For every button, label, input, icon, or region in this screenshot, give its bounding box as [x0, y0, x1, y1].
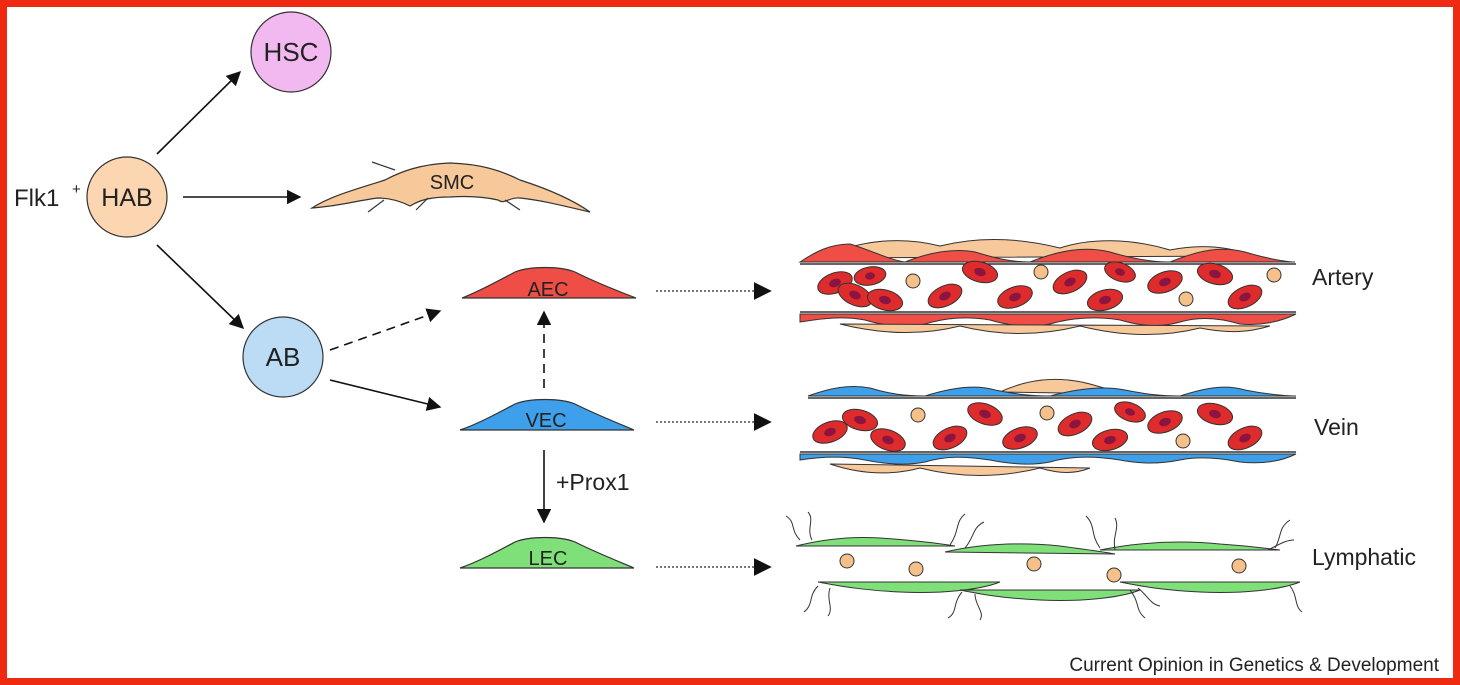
vein-label: Vein — [1314, 414, 1359, 440]
lec-label: LEC — [529, 548, 568, 570]
arrow-ab-to-aec — [330, 311, 440, 350]
lymphatic-cells — [840, 554, 1246, 582]
aec-label: AEC — [527, 279, 568, 301]
vein-blood-cells — [810, 398, 1266, 455]
vec-label: VEC — [525, 410, 566, 432]
hsc-label: HSC — [264, 37, 319, 67]
flk1-superscript: + — [72, 181, 81, 198]
journal-credit: Current Opinion in Genetics & Developmen… — [1069, 655, 1439, 676]
lymphatic-label: Lymphatic — [1312, 544, 1416, 570]
artery-label: Artery — [1312, 264, 1374, 290]
artery-vessel — [800, 239, 1296, 334]
prox1-label: +Prox1 — [556, 469, 630, 495]
hab-label: HAB — [101, 184, 152, 212]
arrow-ab-to-vec — [330, 380, 440, 407]
smc-label: SMC — [430, 172, 474, 194]
ab-label: AB — [266, 342, 301, 372]
arrow-hab-to-ab — [157, 245, 243, 328]
lymphatic-vessel — [786, 512, 1302, 620]
arrow-hab-to-hsc — [157, 72, 240, 154]
artery-blood-cells — [815, 258, 1281, 315]
flk1-label: Flk1 — [14, 185, 59, 212]
